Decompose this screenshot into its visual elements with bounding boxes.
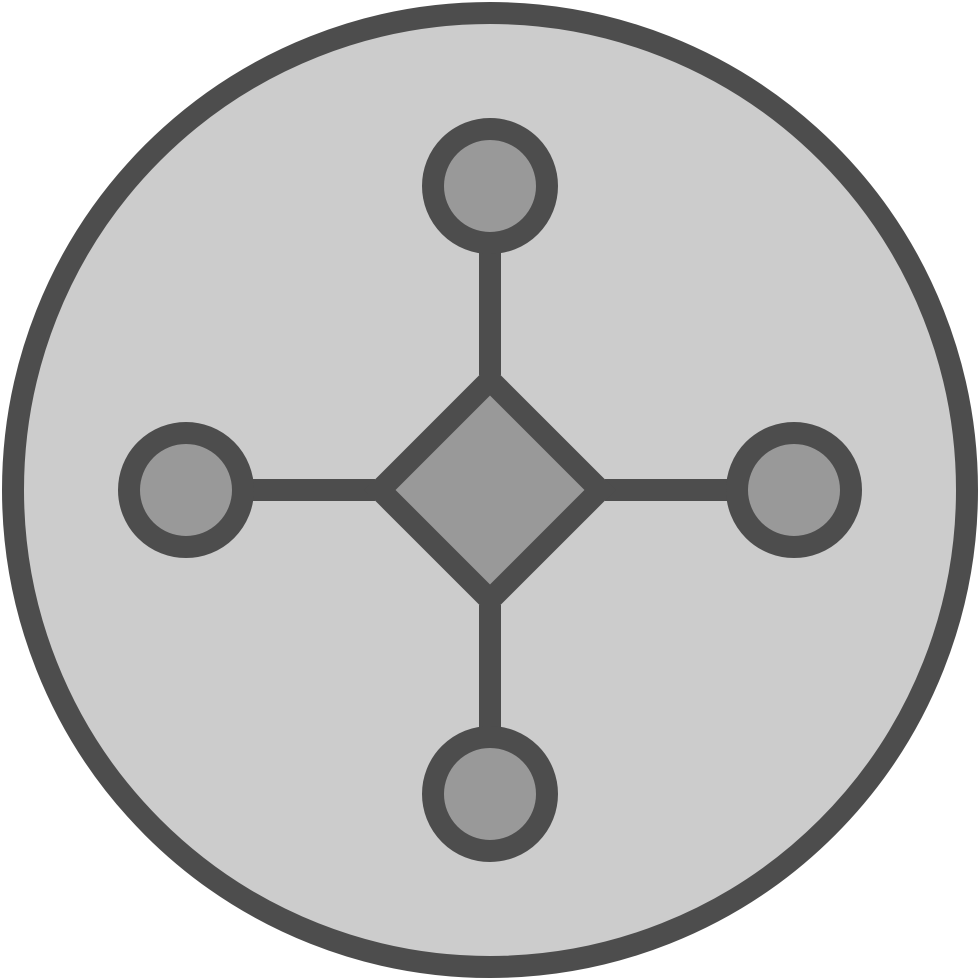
node-right bbox=[726, 422, 862, 558]
center-diamond bbox=[364, 364, 616, 616]
node-bottom bbox=[422, 726, 558, 862]
node-top bbox=[422, 118, 558, 254]
satellite-nodes bbox=[118, 118, 862, 862]
node-left bbox=[118, 422, 254, 558]
connector-lines bbox=[245, 245, 735, 735]
